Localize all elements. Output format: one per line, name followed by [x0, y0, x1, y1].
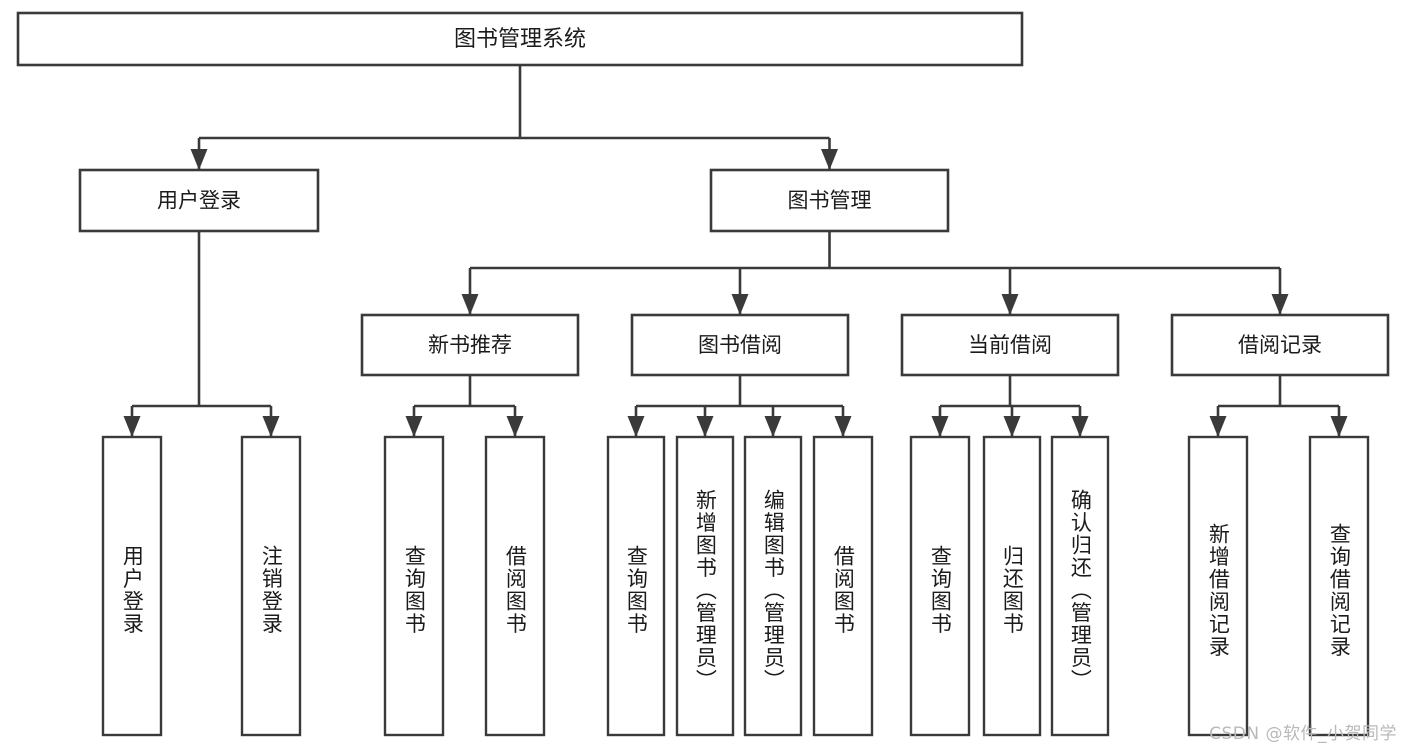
level3-node-box-current-borrow[interactable]	[900, 313, 1120, 377]
arrow-head-icon-leaf-borrow-edit	[764, 416, 782, 437]
arrow-head-icon-leaf-rec-search	[1330, 416, 1348, 437]
arrow-head-icon-leaf-user-login	[123, 416, 141, 437]
level2-node-label-book-manage: 图书管理	[788, 189, 872, 213]
leaf-node-box-leaf-cur-return[interactable]	[982, 435, 1042, 737]
leaf-node-box-leaf-borrow-query[interactable]	[606, 435, 666, 737]
level3-node-box-borrow-record[interactable]	[1170, 313, 1390, 377]
level3-node-label-borrow-record: 借阅记录	[1238, 333, 1322, 357]
arrow-head-icon-current-borrow	[1001, 294, 1019, 315]
leaf-node-box-leaf-user-logout[interactable]	[240, 435, 302, 737]
arrow-head-icon-user-login	[190, 149, 208, 170]
level3-node-box-new-book-rec[interactable]	[360, 313, 580, 377]
leaf-node-box-leaf-user-login[interactable]	[101, 435, 163, 737]
arrow-head-icon-leaf-rec-query	[405, 416, 423, 437]
level2-node-box-user-login[interactable]	[78, 168, 320, 233]
leaf-node-box-leaf-cur-confirm[interactable]	[1050, 435, 1110, 737]
arrow-head-icon-leaf-borrow-do	[834, 416, 852, 437]
leaf-node-box-leaf-rec-search[interactable]	[1308, 435, 1370, 737]
arrow-head-icon-leaf-rec-add	[1209, 416, 1227, 437]
leaf-node-box-leaf-borrow-edit[interactable]	[743, 435, 803, 737]
arrow-head-icon-leaf-user-logout	[262, 416, 280, 437]
arrow-head-icon-book-manage	[821, 149, 838, 170]
leaf-node-box-leaf-borrow-do[interactable]	[812, 435, 874, 737]
level3-node-label-current-borrow: 当前借阅	[968, 333, 1052, 357]
leaf-node-box-leaf-rec-query[interactable]	[383, 435, 445, 737]
leaf-node-box-leaf-borrow-add[interactable]	[675, 435, 735, 737]
arrow-head-icon-book-borrow	[731, 294, 749, 315]
arrow-head-icon-leaf-borrow-add	[696, 416, 714, 437]
leaf-node-box-leaf-rec-borrow[interactable]	[484, 435, 546, 737]
connectors-layer	[123, 65, 1348, 437]
arrow-head-icon-borrow-record	[1271, 294, 1289, 315]
level3-node-label-book-borrow: 图书借阅	[698, 333, 782, 357]
level3-node-label-new-book-rec: 新书推荐	[428, 333, 512, 357]
root-node-label: 图书管理系统	[454, 27, 586, 52]
arrow-head-icon-leaf-rec-borrow	[506, 416, 524, 437]
level2-node-label-user-login: 用户登录	[157, 189, 241, 213]
root-node-box[interactable]	[16, 11, 1024, 67]
leaf-node-box-leaf-cur-query[interactable]	[909, 435, 971, 737]
level2-node-box-book-manage[interactable]	[709, 168, 950, 233]
arrow-head-icon-leaf-cur-return	[1003, 416, 1021, 437]
arrow-head-icon-leaf-cur-confirm	[1071, 416, 1089, 437]
arrow-head-icon-leaf-cur-query	[931, 416, 949, 437]
arrow-head-icon-leaf-borrow-query	[627, 416, 645, 437]
boxes-layer	[16, 11, 1390, 737]
leaf-node-box-leaf-rec-add[interactable]	[1187, 435, 1249, 737]
arrow-head-icon-new-book-rec	[461, 294, 479, 315]
level3-node-box-book-borrow[interactable]	[630, 313, 850, 377]
watermark-text: CSDN @软件_小贺同学	[1209, 724, 1397, 744]
